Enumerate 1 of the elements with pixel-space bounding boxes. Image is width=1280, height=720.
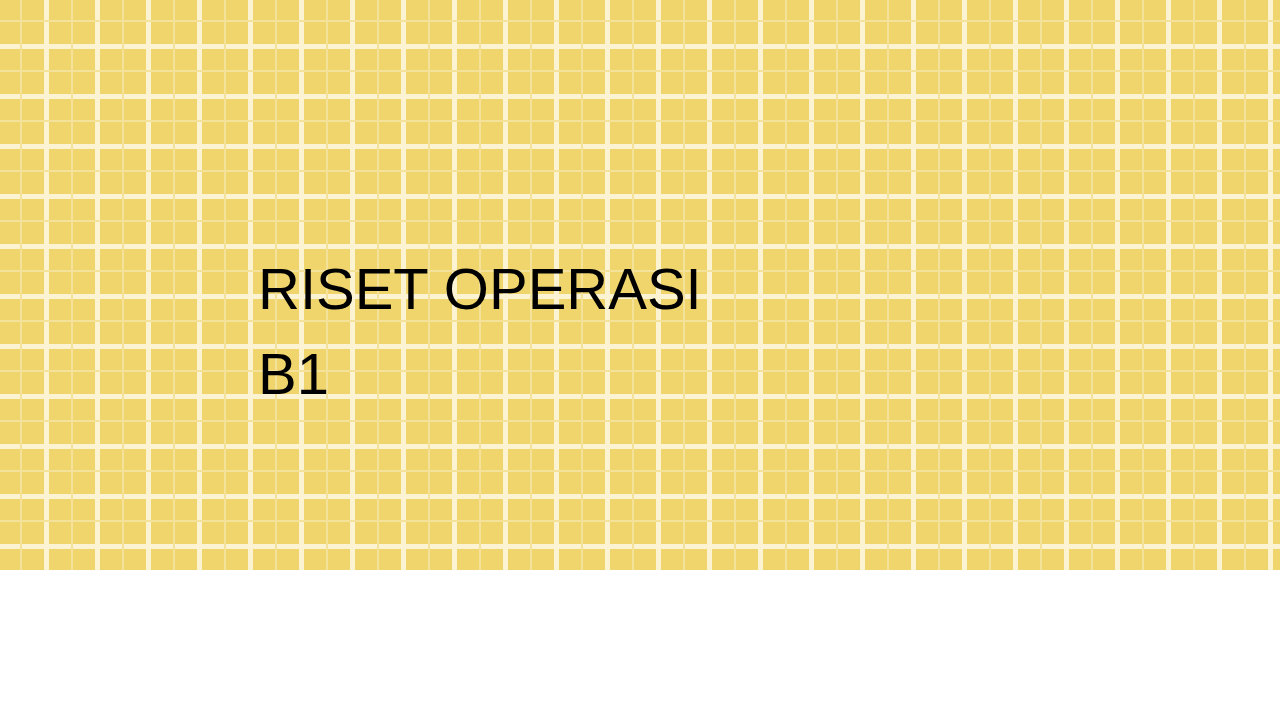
slide-title: RISET OPERASI B1 xyxy=(258,255,703,408)
